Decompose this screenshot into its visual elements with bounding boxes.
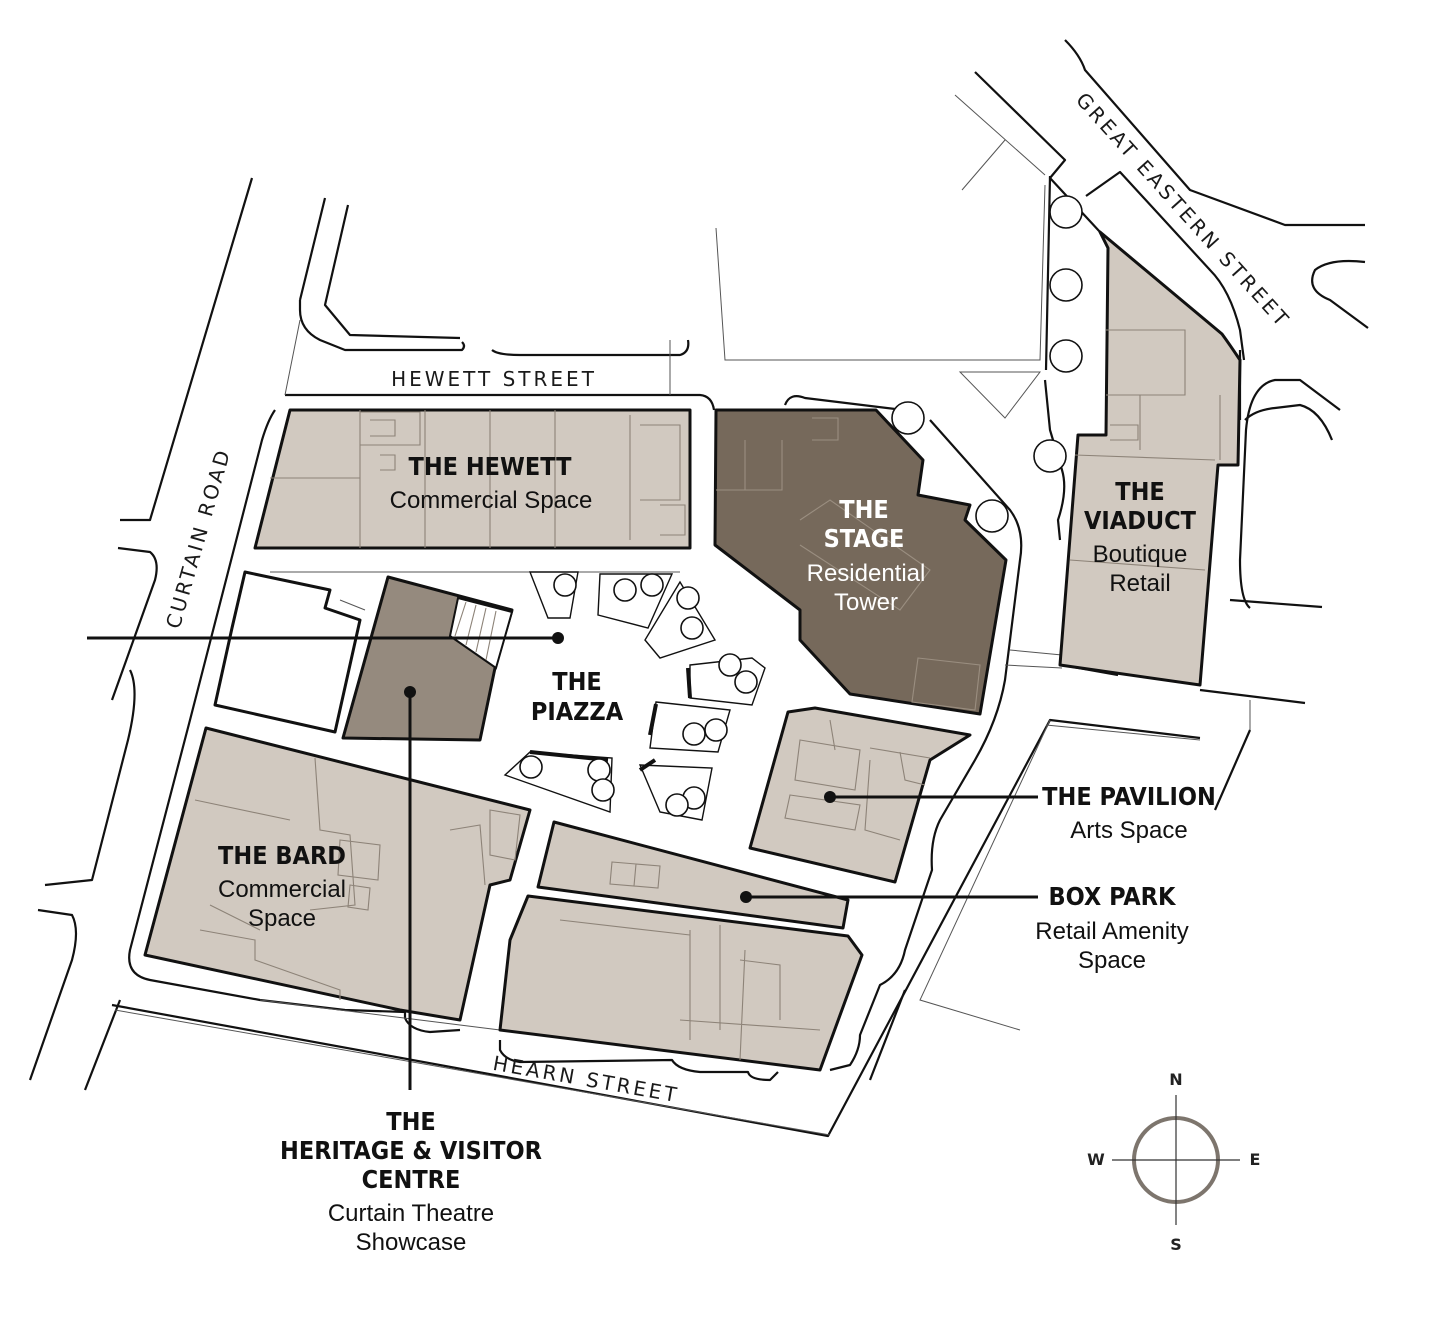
compass-west: W [1087,1150,1105,1169]
label-hewett-name: THE HEWETT [408,452,572,481]
label-viaduct-name-2: VIADUCT [1084,506,1197,535]
road-network [28,39,1369,1138]
label-box-park-desc-2: Space [1078,947,1146,974]
label-heritage-name-2: HERITAGE & VISITOR [280,1136,542,1165]
compass-south: S [1170,1235,1182,1254]
label-pavilion-desc: Arts Space [1070,817,1187,844]
label-heritage-name-1: THE [386,1107,436,1136]
compass-icon: N S E W [1087,1070,1260,1254]
label-bard-desc-1: Commercial [218,876,346,903]
label-pavilion-name: THE PAVILION [1042,782,1216,811]
fine-lines [114,94,1251,1136]
building-hewett[interactable] [253,408,692,550]
label-viaduct-desc-2: Retail [1109,570,1170,597]
building-stage[interactable] [713,408,1008,716]
building-pavilion[interactable] [748,706,972,884]
building-box-park-lower[interactable] [498,894,864,1072]
label-bard-desc-2: Space [248,905,316,932]
label-box-park-desc-1: Retail Amenity [1035,918,1188,945]
leader-lines [87,632,1038,1090]
building-heritage[interactable] [213,570,514,742]
label-heritage-desc-1: Curtain Theatre [328,1200,494,1227]
label-piazza-name-2: PIAZZA [531,697,624,726]
label-piazza-name-1: THE [552,667,602,696]
compass-east: E [1250,1150,1261,1169]
label-heritage-name-3: CENTRE [362,1165,461,1194]
trees [519,195,1083,817]
building-bard[interactable] [143,726,532,1022]
label-hewett-desc: Commercial Space [390,487,593,514]
label-stage-name-1: THE [839,495,889,524]
label-box-park-name: BOX PARK [1049,882,1177,911]
label-bard-name: THE BARD [218,841,346,870]
label-stage-desc-2: Tower [834,589,898,616]
street-great-eastern: GREAT EASTERN STREET [1071,88,1295,333]
label-heritage-desc-2: Showcase [356,1229,467,1256]
building-box-park[interactable] [536,820,850,930]
street-hewett: HEWETT STREET [391,367,597,391]
street-curtain: CURTAIN ROAD [161,445,236,631]
compass-north: N [1169,1070,1182,1089]
label-viaduct-desc-1: Boutique [1093,541,1188,568]
label-viaduct-name-1: THE [1115,477,1165,506]
label-stage-desc-1: Residential [807,560,926,587]
label-stage-name-2: STAGE [824,524,905,553]
building-viaduct[interactable] [1058,230,1242,687]
